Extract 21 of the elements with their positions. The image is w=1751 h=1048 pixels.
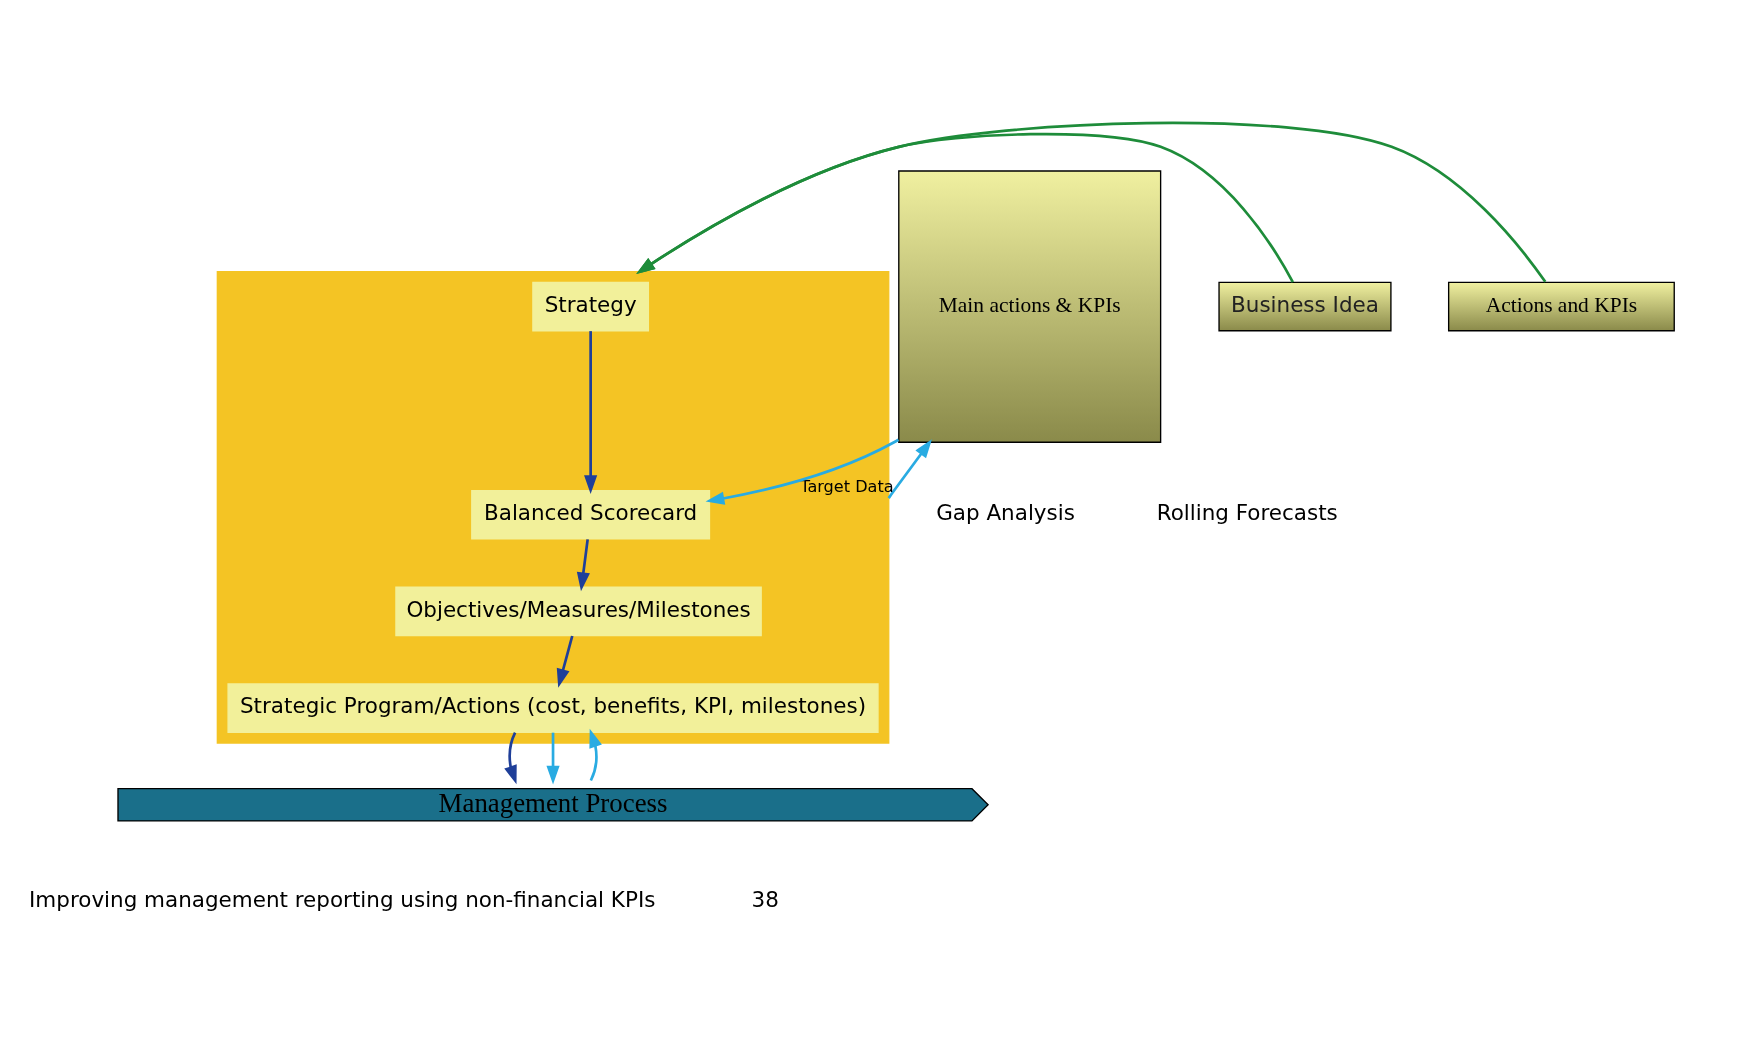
arrow [636,132,1294,283]
node-box: Objectives/Measures/Milestones [395,586,762,637]
label: Gap Analysis [936,499,1075,525]
arrow [887,439,932,499]
arrow [705,438,900,505]
arrow [504,732,517,785]
node-box: Strategy [532,281,650,332]
label: Rolling Forecasts [1156,499,1338,525]
arrow [576,539,590,592]
arrow [589,728,602,782]
node-box: Main actions & KPIs [898,170,1162,443]
node-box: Actions and KPIs [1448,281,1675,332]
label: Improving management reporting using non-financial KPIs [29,886,656,912]
node-box: Business Idea [1218,281,1392,332]
arrow [636,121,1547,283]
label: 38 [751,886,779,912]
node-box: Strategic Program/Actions (cost, benefits, KPI, milestones) [227,683,879,733]
arrow [556,635,574,688]
node-box: Balanced Scorecard [471,489,711,540]
arrow [584,331,598,495]
arrow [546,732,560,785]
